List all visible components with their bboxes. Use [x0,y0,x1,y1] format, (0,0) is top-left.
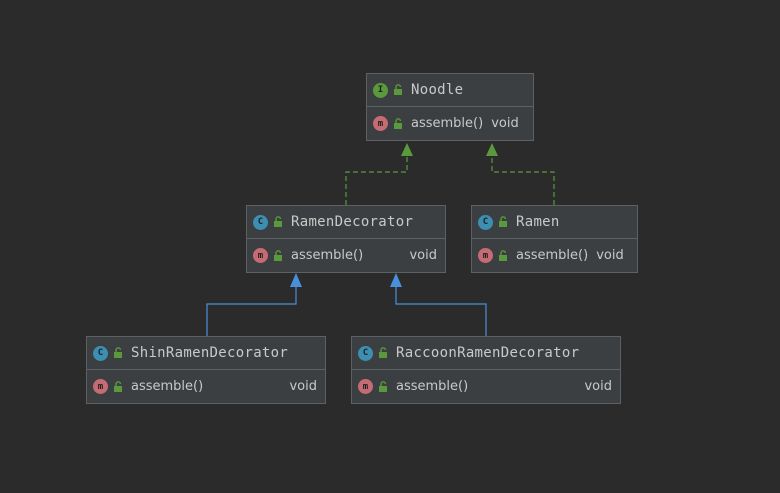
method-return-type: void [596,248,624,263]
edge-ramendecorator-implements-noodle [345,156,408,205]
node-shin-ramen-decorator-title: ShinRamenDecorator [131,345,289,361]
node-raccoon-ramen-decorator[interactable]: C RaccoonRamenDecorator m assemble() voi… [351,336,621,404]
class-icon: C [93,345,108,361]
method-name: assemble() [291,248,364,263]
node-noodle-title: Noodle [411,82,464,98]
public-unlock-icon [499,249,507,261]
node-raccoon-ramen-decorator-method-row[interactable]: m assemble() void [352,370,620,403]
method-name: assemble() [516,248,589,263]
node-ramen[interactable]: C Ramen m assemble() void [471,205,638,273]
public-unlock-icon [114,347,122,358]
public-unlock-icon [274,249,282,261]
edge-raccoon-extends-ramendecorator [395,287,487,336]
node-ramen-decorator-header[interactable]: C RamenDecorator [247,206,445,239]
method-icon: m [358,379,373,394]
arrowhead-extends-ramendecorator-right [390,273,402,287]
method-name: assemble() [411,116,484,131]
node-raccoon-ramen-decorator-title: RaccoonRamenDecorator [396,345,580,361]
class-icon: C [478,214,493,230]
arrowhead-implements-noodle-right [486,143,498,156]
public-unlock-icon [499,216,507,227]
method-return-type: void [491,116,519,131]
node-ramen-decorator-method-row[interactable]: m assemble() void [247,239,445,272]
class-icon: C [253,214,268,230]
method-icon: m [93,379,108,394]
node-shin-ramen-decorator-method-row[interactable]: m assemble() void [87,370,325,403]
edge-ramen-implements-noodle [491,156,555,205]
method-icon: m [478,248,493,263]
method-icon: m [373,116,388,131]
class-icon: C [358,345,373,361]
edge-shin-extends-ramendecorator [206,287,297,336]
arrowhead-extends-ramendecorator-left [290,273,302,287]
interface-icon: I [373,82,388,98]
method-return-type: void [584,379,612,394]
method-name: assemble() [131,379,204,394]
node-shin-ramen-decorator[interactable]: C ShinRamenDecorator m assemble() void [86,336,326,404]
public-unlock-icon [114,380,122,392]
public-unlock-icon [379,380,387,392]
node-ramen-title: Ramen [516,214,560,230]
node-raccoon-ramen-decorator-header[interactable]: C RaccoonRamenDecorator [352,337,620,370]
method-name: assemble() [396,379,469,394]
method-return-type: void [289,379,317,394]
node-ramen-decorator-title: RamenDecorator [291,214,414,230]
public-unlock-icon [394,84,402,95]
node-noodle-header[interactable]: I Noodle [367,74,533,107]
node-shin-ramen-decorator-header[interactable]: C ShinRamenDecorator [87,337,325,370]
public-unlock-icon [394,117,402,129]
public-unlock-icon [274,216,282,227]
method-icon: m [253,248,268,263]
public-unlock-icon [379,347,387,358]
node-ramen-decorator[interactable]: C RamenDecorator m assemble() void [246,205,446,273]
node-noodle[interactable]: I Noodle m assemble() void [366,73,534,141]
node-ramen-header[interactable]: C Ramen [472,206,637,239]
arrowhead-implements-noodle-left [401,143,413,156]
method-return-type: void [409,248,437,263]
node-noodle-method-row[interactable]: m assemble() void [367,107,533,140]
node-ramen-method-row[interactable]: m assemble() void [472,239,637,272]
